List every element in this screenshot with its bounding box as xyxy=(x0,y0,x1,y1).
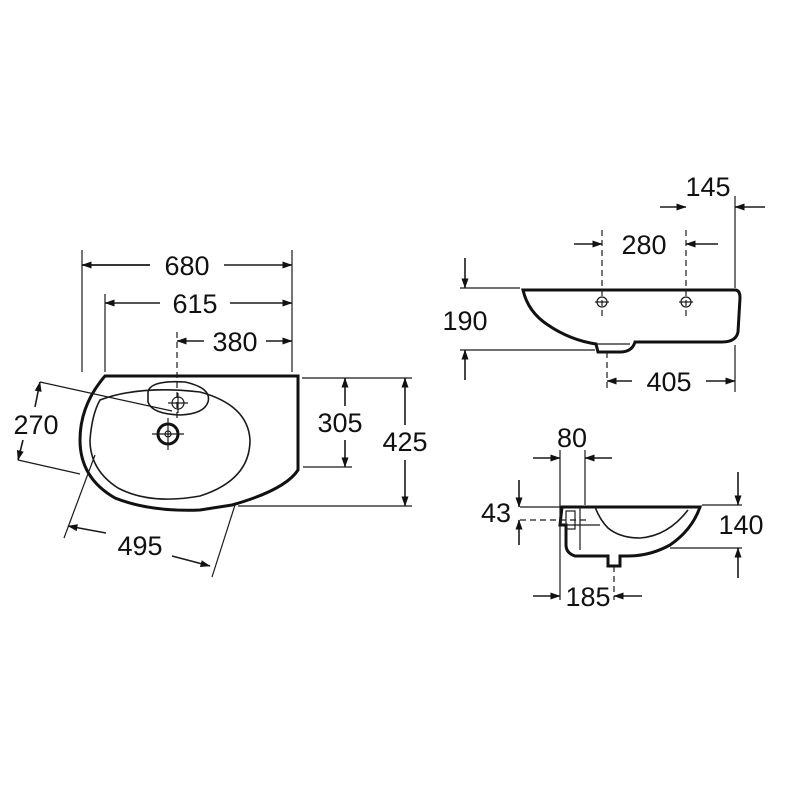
tap-hole-icon xyxy=(168,393,188,413)
section-inner xyxy=(594,506,689,539)
dim-495: 495 xyxy=(117,531,162,561)
dim-43: 43 xyxy=(481,498,511,528)
dim-380: 380 xyxy=(212,327,257,357)
dim-185: 185 xyxy=(565,582,610,612)
dim-270: 270 xyxy=(13,410,58,440)
dim-680: 680 xyxy=(164,251,209,281)
dim-280: 280 xyxy=(621,230,666,260)
dim-140: 140 xyxy=(718,510,763,540)
drain-icon xyxy=(152,418,184,450)
dim-145: 145 xyxy=(685,172,730,202)
side-profile xyxy=(521,288,742,354)
tap-deck xyxy=(147,380,210,416)
dim-405: 405 xyxy=(646,367,691,397)
basin-outline xyxy=(78,374,300,512)
section-profile xyxy=(558,505,703,568)
side-view: 145 280 190 405 xyxy=(442,172,765,397)
dim-615: 615 xyxy=(172,289,217,319)
dim-305: 305 xyxy=(317,408,362,438)
top-view: 680 615 380 270 305 425 495 xyxy=(13,250,428,578)
section-view: 80 43 140 185 xyxy=(481,423,764,612)
dim-190: 190 xyxy=(442,306,487,336)
dim-80: 80 xyxy=(557,423,587,453)
dim-425: 425 xyxy=(382,427,427,457)
bowl-outline xyxy=(89,389,251,500)
